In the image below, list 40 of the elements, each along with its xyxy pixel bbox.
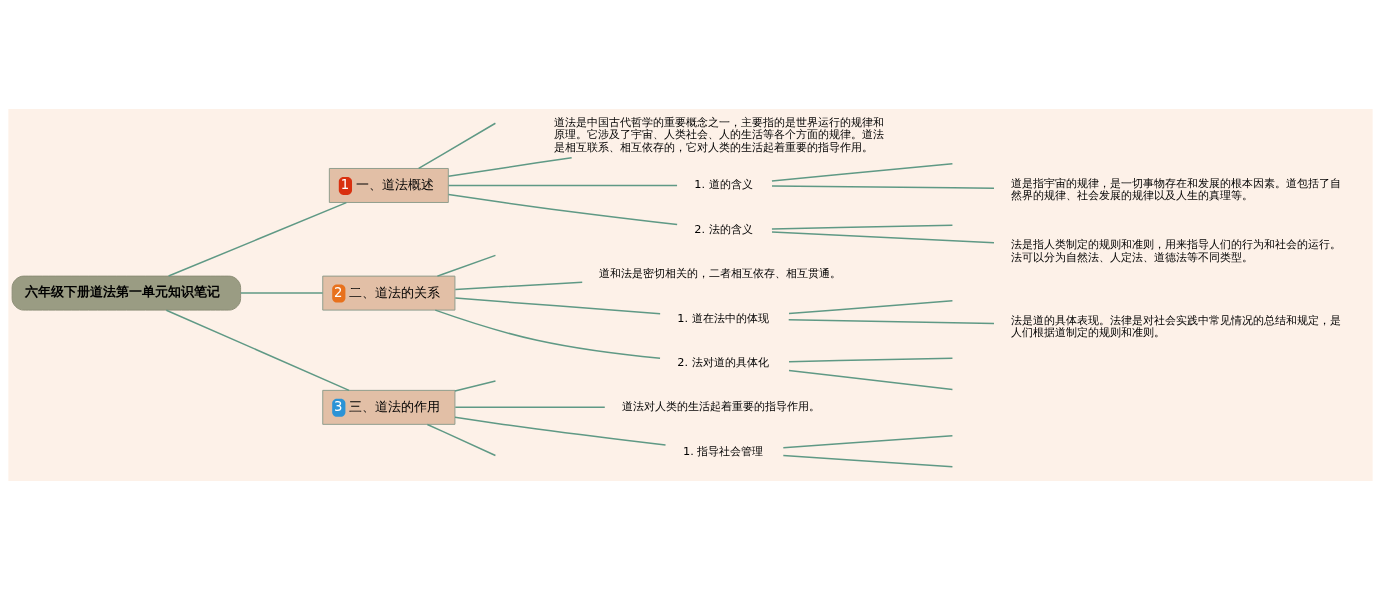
node-box: 2 二、道法的关系	[322, 275, 456, 311]
node-box: 1 一、道法概述	[328, 168, 449, 203]
connector	[771, 224, 954, 230]
connector	[454, 416, 667, 446]
connector	[447, 193, 678, 226]
connector	[788, 357, 954, 363]
node-text: 1. 道在法中的体现	[677, 310, 769, 325]
node-text: 2. 法的含义	[694, 221, 753, 236]
node-text: 1. 指导社会管理	[682, 443, 764, 458]
node-text: 2. 法对道的具体化	[677, 354, 769, 369]
connector	[771, 163, 954, 182]
connector	[417, 122, 497, 170]
connector	[167, 201, 348, 277]
node-text: 1. 道的含义	[694, 177, 753, 192]
connector	[788, 299, 954, 315]
connector	[240, 292, 324, 294]
connector	[454, 380, 497, 392]
connector	[788, 369, 954, 391]
connector	[447, 184, 678, 187]
connector	[771, 231, 995, 244]
connector	[165, 309, 350, 392]
node-box: 3 三、道法的作用	[322, 389, 456, 425]
node-text: 道法是中国古代哲学的重要概念之一，主要指的是世界运行的规律和原理。它涉及了宇宙、人类社会、人的生活等各个方面的规律。道法是相互联系、相互依存的，它对人类的生活起着重要的指导作用。	[554, 115, 885, 154]
node-text: 道是指宇宙的规律，是一切事物存在和发展的根本因素。道包括了自然界的规律、社会发展的规律以及人生的真理等。	[1011, 175, 1342, 203]
node-text: 道法对人类的生活起着重要的指导作用。	[622, 399, 821, 414]
connector	[447, 156, 573, 178]
connector	[454, 406, 606, 409]
connector	[454, 281, 583, 291]
node-text: 法是道的具体表现。法律是对社会实践中常见情况的总结和规定，是人们根据道制定的规则和准则。	[1011, 312, 1342, 340]
node-text: 道和法是密切相关的，二者相互依存、相互贯通。	[599, 266, 842, 281]
node-text: 法是指人类制定的规则和准则，用来指导人们的行为和社会的运行。法可以分为自然法、人定法、道德法等不同类型。	[1011, 237, 1342, 264]
connector	[782, 454, 954, 468]
connector	[436, 254, 497, 277]
connector	[782, 434, 954, 449]
connector	[787, 319, 995, 325]
connector	[434, 309, 661, 360]
connector	[426, 423, 497, 457]
connector	[454, 297, 661, 315]
node-box: 六年级下册道法第一单元知识笔记	[11, 275, 242, 311]
connector	[771, 185, 995, 189]
